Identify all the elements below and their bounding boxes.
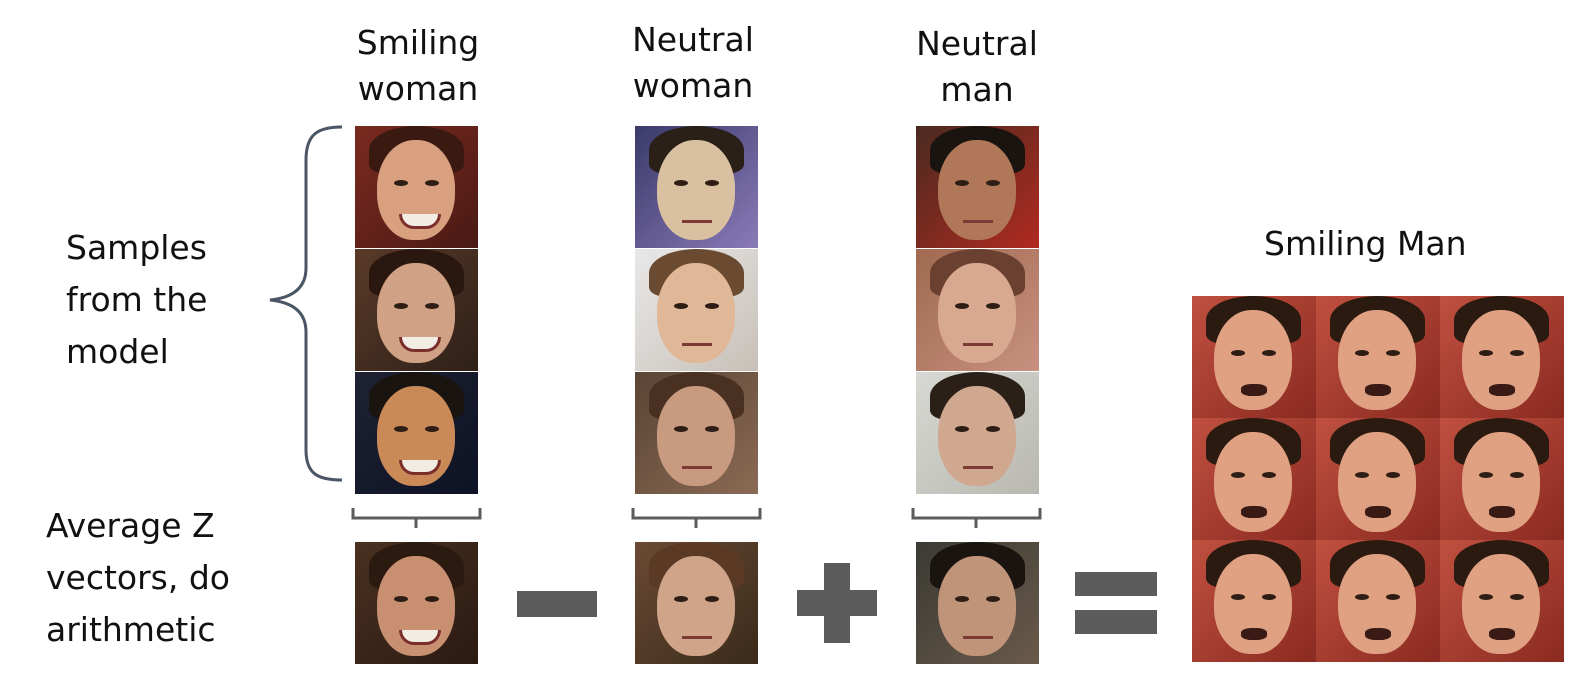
face-neutral-man-3	[916, 372, 1039, 494]
face-smiling-man	[1440, 540, 1564, 662]
face-neutral-woman-1	[635, 126, 758, 248]
face-average-neutral-man	[916, 542, 1039, 664]
face-average-smiling-woman	[355, 542, 478, 664]
header-neutral-woman-line1: Neutral	[632, 20, 754, 59]
face-smiling-man	[1316, 418, 1440, 540]
bracket-col1	[351, 508, 482, 528]
samples-curly-brace	[269, 125, 343, 482]
header-neutral-man: Neutral man	[887, 21, 1067, 113]
bracket-col2	[631, 508, 762, 528]
header-smiling-woman-line2: woman	[357, 69, 479, 108]
samples-label-line1: Samples	[66, 228, 207, 267]
header-neutral-man-line2: man	[940, 70, 1014, 109]
samples-label-line2: from the	[66, 280, 208, 319]
face-neutral-woman-3	[635, 372, 758, 494]
face-smiling-man	[1316, 540, 1440, 662]
header-neutral-woman: Neutral woman	[603, 17, 783, 109]
face-smiling-woman-1	[355, 126, 478, 248]
minus-icon	[517, 591, 597, 617]
plus-icon	[797, 563, 877, 643]
average-label-line1: Average Z	[46, 506, 215, 545]
face-smiling-man	[1192, 418, 1316, 540]
header-neutral-woman-line2: woman	[632, 66, 754, 105]
face-smiling-man	[1440, 418, 1564, 540]
face-smiling-woman-2	[355, 249, 478, 371]
face-smiling-man	[1316, 296, 1440, 418]
face-neutral-man-1	[916, 126, 1039, 248]
samples-label: Samples from the model	[66, 222, 207, 378]
face-smiling-man	[1192, 540, 1316, 662]
average-label: Average Z vectors, do arithmetic	[46, 500, 230, 656]
samples-label-line3: model	[66, 332, 169, 371]
header-neutral-man-line1: Neutral	[916, 24, 1038, 63]
equals-icon	[1075, 572, 1157, 636]
header-smiling-woman: Smiling woman	[328, 20, 508, 112]
bracket-col3	[911, 508, 1042, 528]
average-label-line3: arithmetic	[46, 610, 216, 649]
average-label-line2: vectors, do	[46, 558, 230, 597]
face-average-neutral-woman	[635, 542, 758, 664]
face-smiling-woman-3	[355, 372, 478, 494]
header-smiling-man: Smiling Man	[1264, 224, 1467, 263]
face-neutral-woman-2	[635, 249, 758, 371]
face-smiling-man	[1192, 296, 1316, 418]
result-grid	[1192, 296, 1564, 664]
face-smiling-man	[1440, 296, 1564, 418]
header-smiling-woman-line1: Smiling	[356, 23, 480, 62]
face-neutral-man-2	[916, 249, 1039, 371]
